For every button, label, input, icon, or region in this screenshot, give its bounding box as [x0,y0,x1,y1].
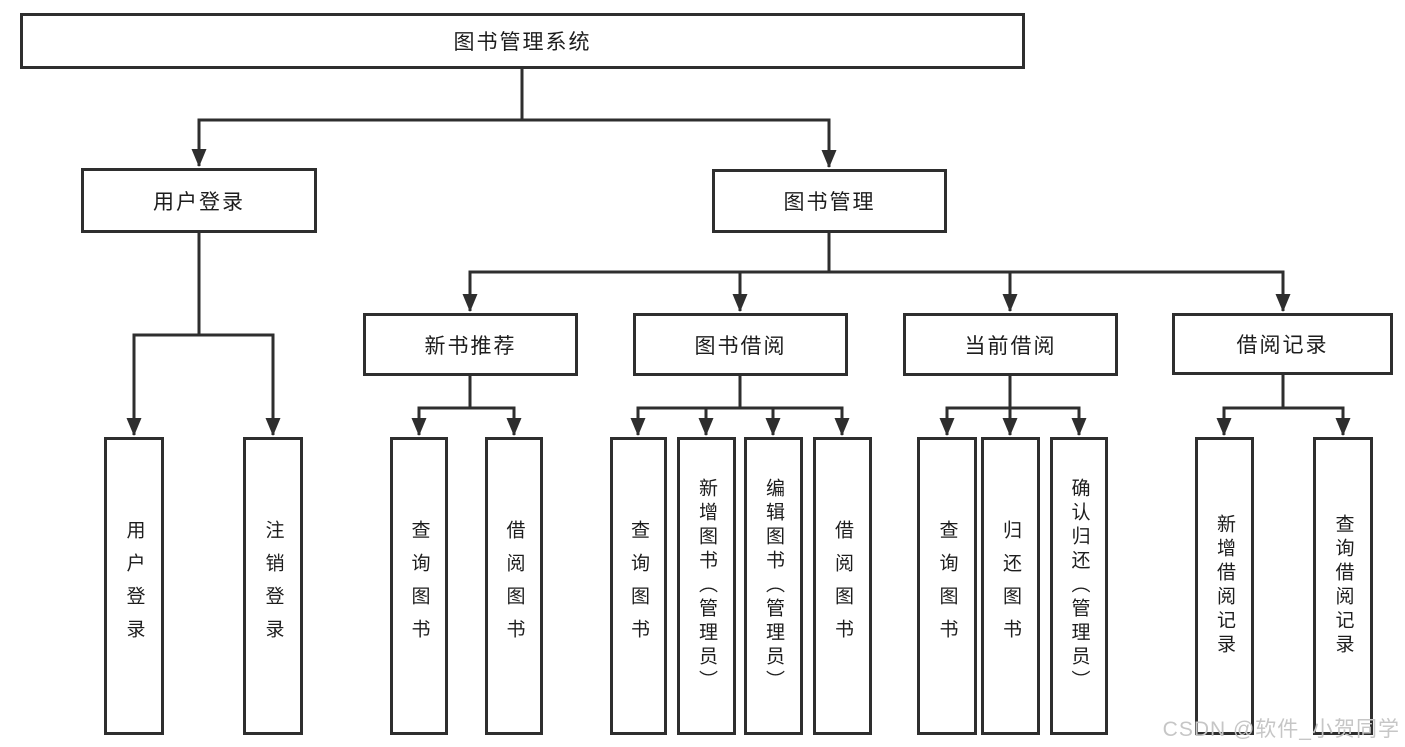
node-user-login: 用户登录 [81,168,317,233]
node-book-borrow: 图书借阅 [633,313,848,376]
node-root-library-system: 图书管理系统 [20,13,1025,69]
leaf-query-book-borrow: 查询图书 [610,437,667,735]
leaf-edit-book-admin: 编辑图书（管理员） [744,437,803,735]
leaf-user-login: 用户登录 [104,437,164,735]
leaf-logout: 注销登录 [243,437,303,735]
node-current-borrow: 当前借阅 [903,313,1118,376]
node-new-book-recommend: 新书推荐 [363,313,578,376]
leaf-add-borrow-record: 新增借阅记录 [1195,437,1254,735]
leaf-borrow-book: 借阅图书 [813,437,872,735]
leaf-borrow-book-recommend: 借阅图书 [485,437,543,735]
leaf-return-book: 归还图书 [981,437,1040,735]
leaf-confirm-return-admin: 确认归还（管理员） [1050,437,1108,735]
node-book-management: 图书管理 [712,169,947,233]
leaf-query-book-current: 查询图书 [917,437,977,735]
leaf-query-book-recommend: 查询图书 [390,437,448,735]
leaf-add-book-admin: 新增图书（管理员） [677,437,736,735]
csdn-watermark: CSDN @软件_小贺同学 [1162,718,1400,741]
node-borrow-records: 借阅记录 [1172,313,1393,375]
leaf-query-borrow-record: 查询借阅记录 [1313,437,1373,735]
